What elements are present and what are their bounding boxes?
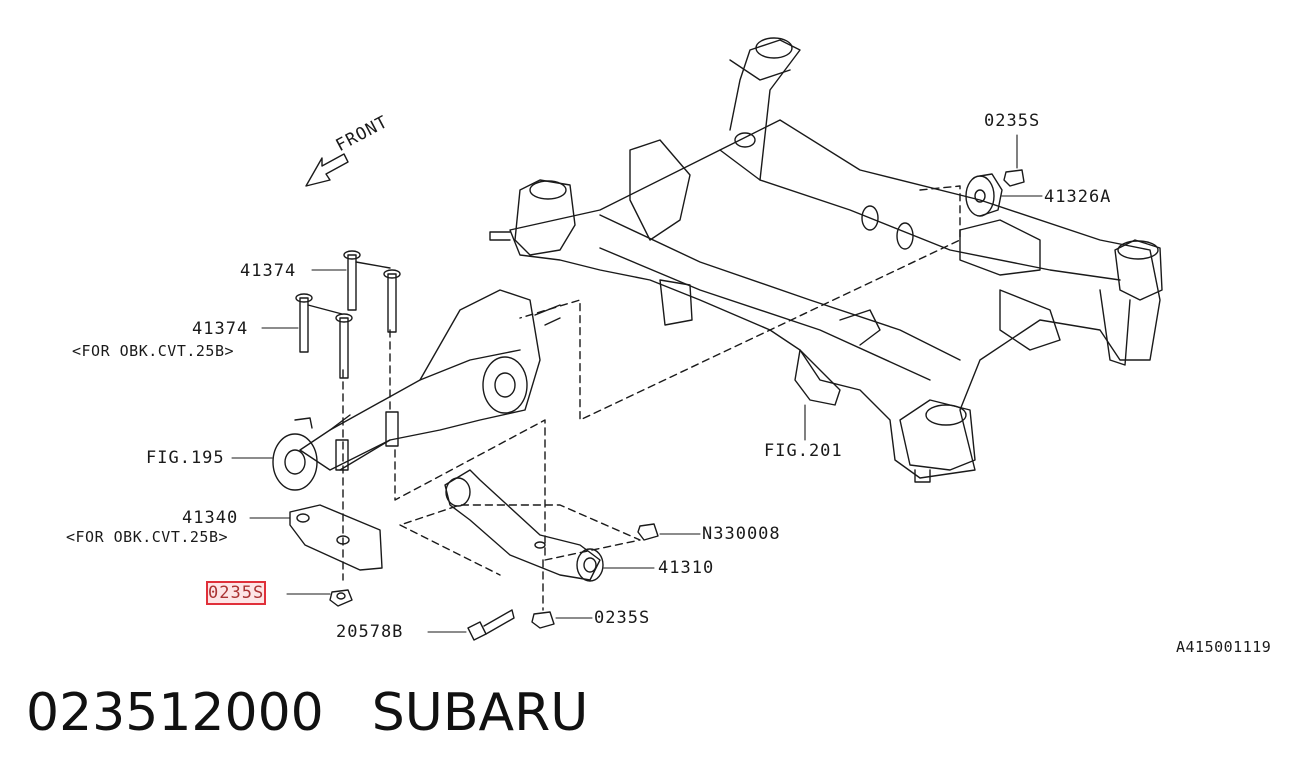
nut-0235s-bottom xyxy=(531,611,555,629)
bushing-41326a xyxy=(965,173,1003,217)
fig-201-ref[interactable]: FIG.201 xyxy=(764,441,843,461)
drawing-id: A415001119 xyxy=(1176,638,1272,656)
exploded-parts-diagram xyxy=(231,37,1163,641)
part-caption: 023512000 SUBARU xyxy=(26,683,636,753)
part-label-41340[interactable]: 41340 xyxy=(182,508,239,528)
reference-dashed-lines xyxy=(342,185,961,611)
brand-name: SUBARU xyxy=(371,683,589,743)
part-label-0235s-top[interactable]: 0235S xyxy=(984,111,1041,131)
part-number: 023512000 xyxy=(26,683,324,743)
nut-0235s-highlighted xyxy=(329,589,353,607)
fig-195-ref[interactable]: FIG.195 xyxy=(146,448,225,468)
leader-lines xyxy=(231,134,1043,633)
part-label-41374-mid[interactable]: 41374 xyxy=(192,319,249,339)
bracket-41340 xyxy=(289,504,383,571)
part-label-n330008[interactable]: N330008 xyxy=(702,524,781,544)
part-label-0235s-bottom[interactable]: 0235S xyxy=(594,608,651,628)
bracket-41310 xyxy=(444,469,604,582)
note-obk-cvt-2: <FOR OBK.CVT.25B> xyxy=(66,528,229,546)
front-arrow-icon xyxy=(305,153,349,187)
bolt-20578b xyxy=(467,609,515,641)
part-label-41310[interactable]: 41310 xyxy=(658,558,715,578)
part-label-0235s-highlighted[interactable]: 0235S xyxy=(205,581,267,605)
part-label-20578b[interactable]: 20578B xyxy=(336,622,404,642)
part-label-41326a[interactable]: 41326A xyxy=(1044,187,1112,207)
nut-0235s-top xyxy=(1003,169,1025,187)
note-obk-cvt-1: <FOR OBK.CVT.25B> xyxy=(72,342,235,360)
rear-differential xyxy=(272,289,561,491)
rear-subframe xyxy=(489,37,1163,483)
bolts-41374 xyxy=(295,250,401,379)
part-label-41374-top[interactable]: 41374 xyxy=(240,261,297,281)
nut-n330008 xyxy=(637,523,659,541)
